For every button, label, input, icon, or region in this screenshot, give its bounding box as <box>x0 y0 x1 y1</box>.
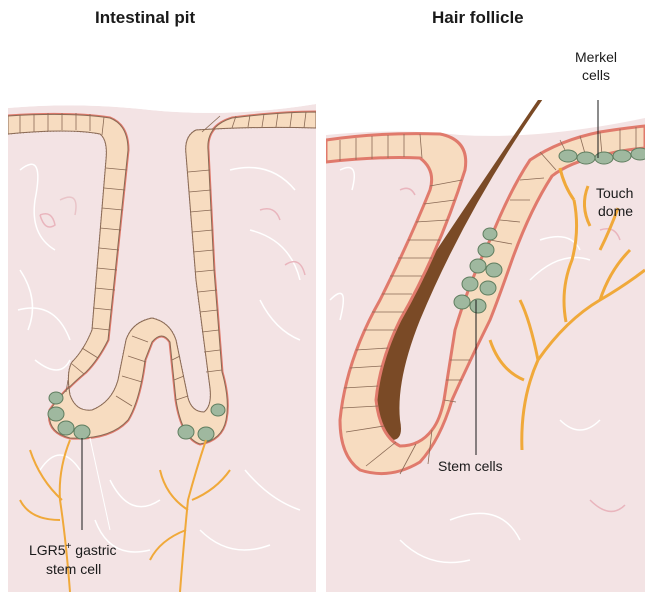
stem-cells-label: Stem cells <box>438 458 503 474</box>
merkel-label-line2: cells <box>582 67 610 83</box>
lgr5-label-line1: LGR5+ gastric <box>29 541 117 558</box>
panel-gap <box>316 100 326 592</box>
intestinal-lumen <box>8 0 316 113</box>
intestinal-pit-panel <box>8 0 316 592</box>
touch-dome-label-line2: dome <box>598 203 633 219</box>
lgr5-label-line2: stem cell <box>46 561 101 577</box>
touch-dome-label-line1: Touch <box>596 185 633 201</box>
merkel-label-line1: Merkel <box>575 49 617 65</box>
hair-follicle-panel <box>326 78 645 592</box>
